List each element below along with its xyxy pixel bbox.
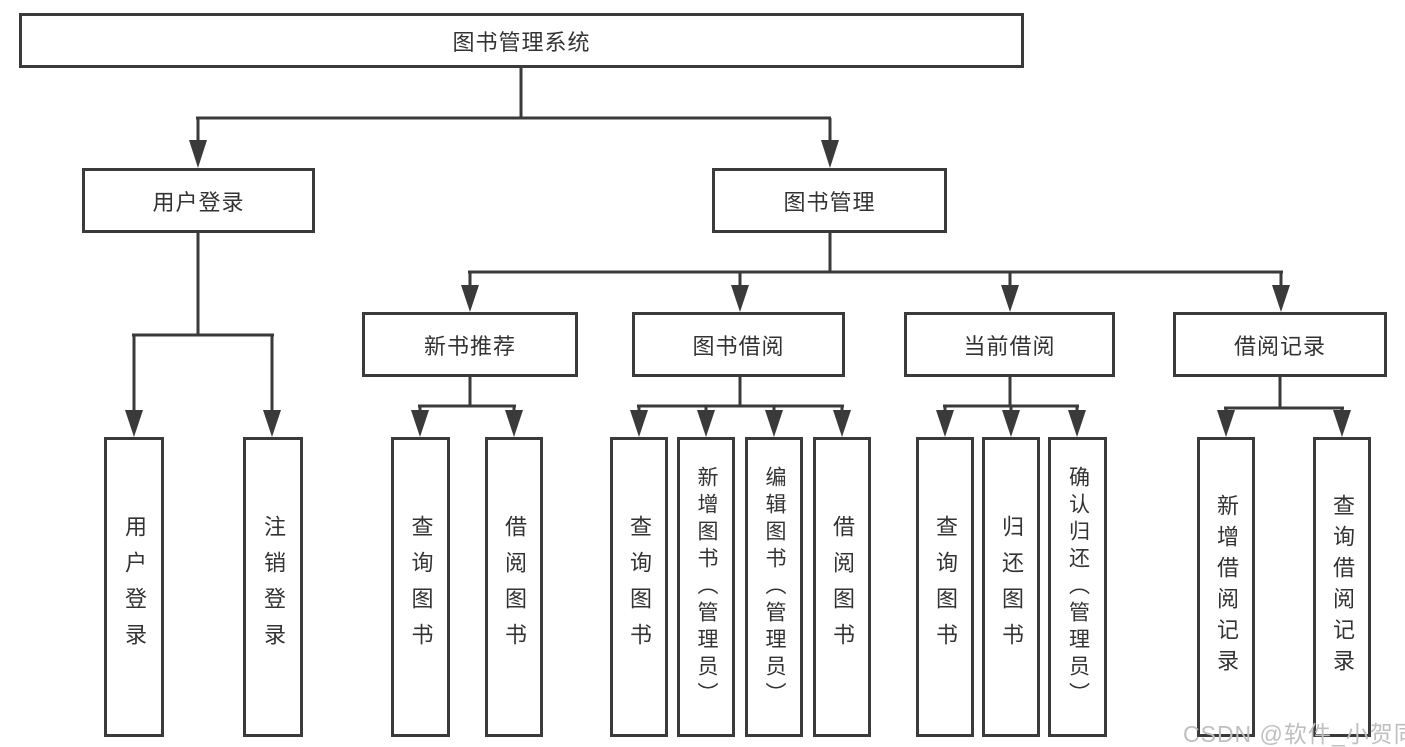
connector-user-login-to-leaves — [125, 233, 281, 437]
leaf-confirm-return-admin: 确认归还（管理员） — [1048, 437, 1107, 737]
node-current-borrowing: 当前借阅 — [904, 312, 1115, 377]
leaf-add-books-admin: 新增图书（管理员） — [677, 437, 735, 737]
node-book-management: 图书管理 — [712, 168, 947, 233]
leaf-borrow-books-borrowing: 借阅图书 — [813, 437, 871, 737]
connector-borrow-records-to-leaves — [1217, 377, 1351, 437]
leaf-query-books-recommend: 查询图书 — [391, 437, 450, 737]
leaf-add-borrow-record: 新增借阅记录 — [1197, 437, 1255, 737]
leaf-user-login: 用户登录 — [104, 437, 164, 737]
connector-book-borrow-to-leaves — [630, 377, 851, 437]
node-user-login-branch: 用户登录 — [82, 168, 315, 233]
connector-root-to-level2 — [189, 68, 839, 168]
connector-new-book-rec-to-leaves — [411, 377, 523, 437]
leaf-logout: 注销登录 — [243, 437, 303, 737]
node-book-borrowing: 图书借阅 — [632, 312, 845, 377]
node-borrowing-records: 借阅记录 — [1173, 312, 1387, 377]
leaf-query-books-current: 查询图书 — [916, 437, 974, 737]
connector-book-mgmt-to-level3 — [461, 233, 1290, 312]
node-new-book-recommendation: 新书推荐 — [362, 312, 578, 377]
leaf-borrow-books-recommend: 借阅图书 — [485, 437, 543, 737]
leaf-return-books: 归还图书 — [982, 437, 1040, 737]
leaf-query-borrow-record: 查询借阅记录 — [1313, 437, 1371, 737]
csdn-watermark: CSDN @软件_小贺同学 — [1183, 721, 1405, 747]
leaf-query-books-borrowing: 查询图书 — [610, 437, 668, 737]
node-root: 图书管理系统 — [19, 13, 1024, 68]
connector-current-borrow-to-leaves — [936, 377, 1086, 437]
leaf-edit-books-admin: 编辑图书（管理员） — [745, 437, 803, 737]
